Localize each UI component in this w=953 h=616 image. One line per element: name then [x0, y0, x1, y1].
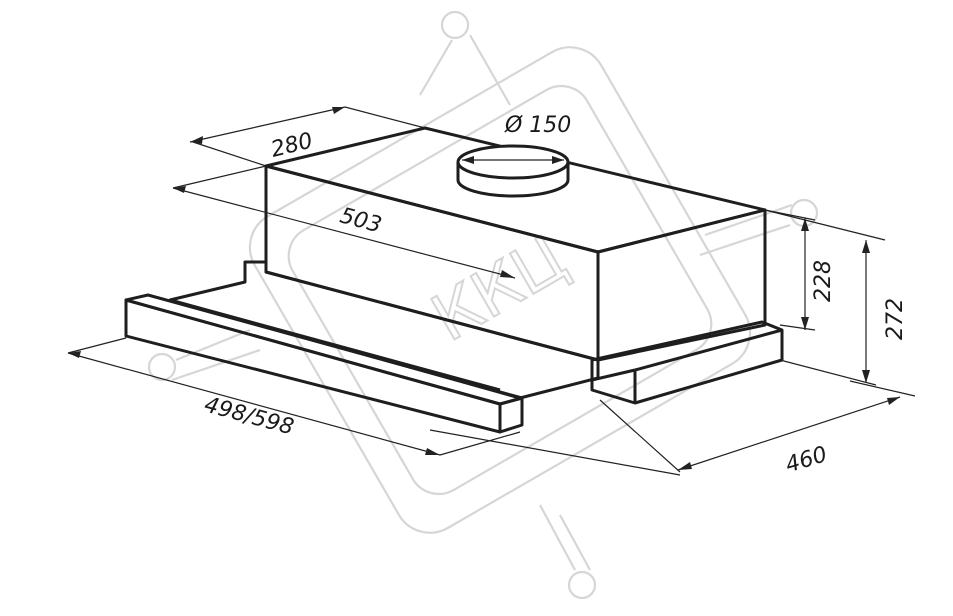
dimension-arrows [68, 107, 900, 470]
watermark-stamp: ККЦ [147, 10, 819, 600]
visor-front-bar-end [498, 396, 524, 434]
slide-out-visor [124, 260, 600, 434]
label-total-height: 272 [883, 298, 908, 340]
hood-side-face [596, 208, 767, 362]
label-overall-depth: 460 [783, 442, 830, 478]
dimension-lines [67, 106, 916, 476]
label-depth-top: 280 [268, 128, 315, 162]
visor-tray [168, 260, 600, 400]
label-body-height: 228 [811, 260, 836, 302]
rear-bracket [590, 320, 784, 405]
label-width: 498/598 [202, 393, 297, 441]
duct-collar [456, 144, 570, 198]
duct-collar-top [456, 144, 570, 180]
label-duct-diameter: Ø 150 [504, 113, 571, 138]
